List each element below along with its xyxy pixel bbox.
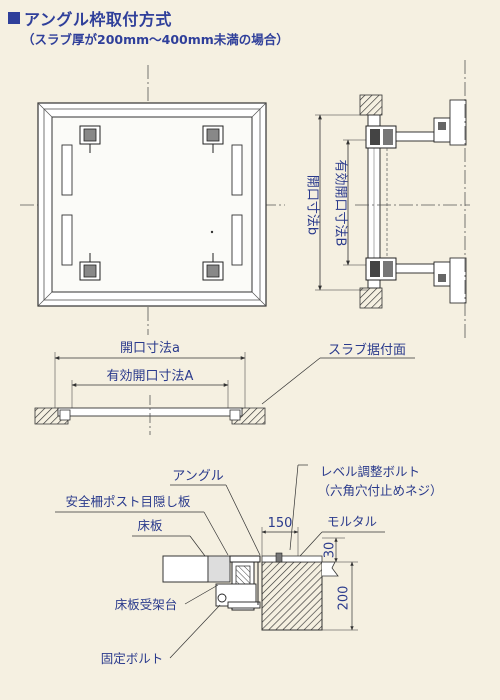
- dim-200-label: 200: [337, 586, 352, 611]
- floor-support-label: 床板受架台: [115, 597, 178, 612]
- dim-150-label: 150: [268, 516, 293, 531]
- dim-A-label: 有効開口寸法A: [107, 369, 194, 384]
- dim-b-label: 開口寸法b: [305, 175, 320, 235]
- angle-label: アングル: [172, 469, 223, 484]
- floor-plate-label: 床板: [137, 518, 163, 533]
- bracket-icon: [202, 125, 224, 153]
- level-bolt-sub-label: （六角穴付止めネジ）: [317, 483, 442, 498]
- slab-face-label: スラブ据付面: [328, 342, 406, 358]
- dim-30-label: 30: [323, 542, 338, 559]
- section-view: 開口寸法a 有効開口寸法A スラブ据付面: [34, 341, 415, 435]
- page-subtitle: （スラブ厚が200mm～400mm未満の場合）: [22, 32, 289, 47]
- page-title: アングル枠取付方式: [24, 10, 172, 29]
- level-bolt-label: レベル調整ボルト: [320, 464, 420, 479]
- detail-view: アングル レベル調整ボルト （六角穴付止めネジ） 安全柵ポスト目隠し板 床板 モ…: [55, 464, 443, 666]
- plan-view: [20, 65, 285, 335]
- title-row: アングル枠取付方式: [8, 6, 172, 30]
- bracket-icon: [79, 125, 101, 153]
- dim-a-label: 開口寸法a: [120, 341, 180, 356]
- side-elevation-view: 開口寸法b 有効開口寸法B: [305, 60, 470, 340]
- guard-cover-label: 安全柵ポスト目隠し板: [65, 494, 191, 509]
- fix-bolt-label: 固定ボルト: [101, 651, 164, 666]
- mortar-label: モルタル: [327, 514, 377, 529]
- title-square-icon: [8, 12, 20, 24]
- dim-B-label: 有効開口寸法B: [333, 160, 348, 247]
- bracket-icon: [202, 253, 224, 281]
- bracket-icon: [79, 253, 101, 281]
